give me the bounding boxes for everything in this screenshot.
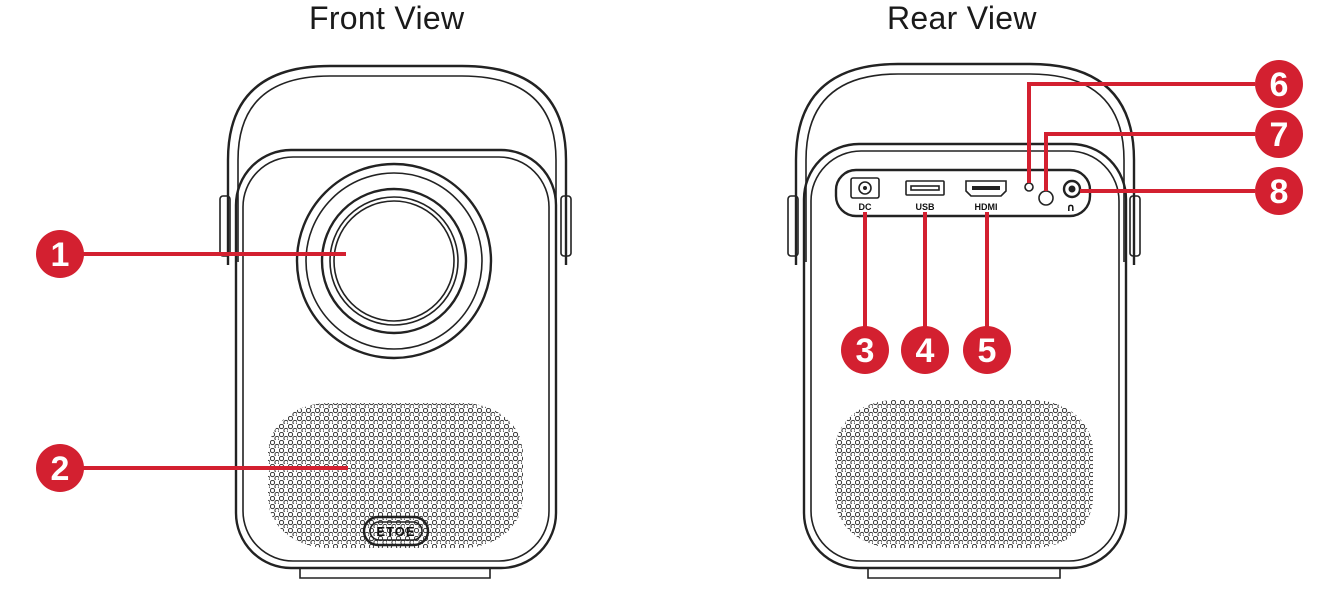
- hdmi-label: HDMI: [975, 202, 998, 212]
- brand-logo: ETOE: [376, 524, 415, 539]
- hdmi-port: [965, 180, 1007, 197]
- callout-4: 4: [901, 326, 949, 374]
- leader-lines: [82, 82, 1255, 470]
- callout-5: 5: [963, 326, 1011, 374]
- svg-text:8: 8: [1270, 173, 1289, 211]
- front-view-title: Front View: [309, 0, 465, 36]
- headphone-icon: ∩: [1067, 201, 1076, 214]
- rear-projector: DC USB HDMI ∩: [787, 62, 1141, 579]
- rear-view-title: Rear View: [887, 0, 1037, 36]
- callout-1: 1: [36, 230, 84, 278]
- rear-speaker-grill: [835, 400, 1093, 548]
- callout-2: 2: [36, 444, 84, 492]
- svg-text:2: 2: [51, 450, 70, 488]
- svg-text:1: 1: [51, 236, 70, 274]
- front-projector: ETOE: [219, 64, 572, 579]
- dc-label: DC: [859, 202, 872, 212]
- lens-glass: [333, 200, 455, 322]
- indicator-light: [1024, 182, 1034, 192]
- svg-text:7: 7: [1270, 116, 1289, 154]
- usb-label: USB: [915, 202, 935, 212]
- svg-text:4: 4: [916, 332, 935, 370]
- usb-port: [905, 180, 945, 196]
- svg-text:3: 3: [856, 332, 875, 370]
- svg-text:6: 6: [1270, 66, 1289, 104]
- callout-3: 3: [841, 326, 889, 374]
- svg-text:5: 5: [978, 332, 997, 370]
- callout-6: 6: [1255, 60, 1303, 108]
- lens-outer-ring: [295, 162, 493, 360]
- callout-7: 7: [1255, 110, 1303, 158]
- front-speaker-grill: [268, 403, 523, 548]
- dc-port: [850, 177, 880, 199]
- ir-receiver: [1038, 190, 1054, 206]
- callout-8: 8: [1255, 167, 1303, 215]
